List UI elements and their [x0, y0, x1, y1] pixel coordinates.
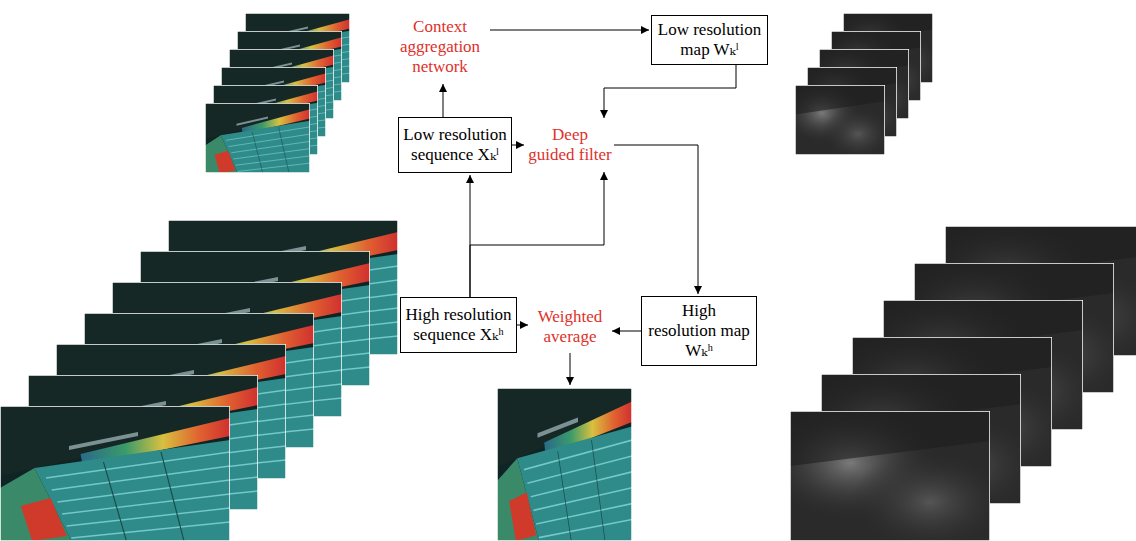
box-text: High resolution sequence Xₖʰ	[405, 305, 512, 345]
process-box: Low resolution map Wₖˡ	[651, 15, 768, 65]
flow-arrow	[512, 145, 524, 146]
flow-arrow	[490, 30, 649, 31]
operation-text: Deep guided filter	[528, 125, 612, 165]
operation-text: Context aggregation network	[392, 17, 488, 77]
box-text: High resolution map Wₖʰ	[646, 301, 752, 361]
flow-arrow	[517, 325, 528, 326]
operation-label: Weighted average	[530, 302, 610, 352]
box-text: Low resolution sequence Xₖˡ	[403, 125, 507, 165]
flow-arrow	[614, 145, 698, 294]
high-res-weight-stack	[790, 226, 1136, 541]
flow-arrow	[612, 331, 641, 332]
operation-text: Weighted average	[532, 307, 608, 347]
flow-arrow	[470, 172, 604, 297]
flow-arrow	[443, 84, 444, 117]
flow-arrow	[604, 65, 736, 118]
process-box: High resolution sequence Xₖʰ	[400, 297, 517, 353]
operation-label: Deep guided filter	[526, 120, 614, 170]
box-text: Low resolution map Wₖˡ	[656, 20, 763, 60]
output-arrow	[570, 353, 571, 385]
process-box: Low resolution sequence Xₖˡ	[398, 117, 512, 173]
output-image	[497, 388, 632, 541]
network-label: Context aggregation network	[390, 12, 490, 82]
low-res-weight-stack	[795, 13, 933, 155]
high-res-input-stack	[0, 220, 398, 541]
process-box: High resolution map Wₖʰ	[641, 296, 757, 366]
low-res-input-stack	[205, 13, 350, 173]
